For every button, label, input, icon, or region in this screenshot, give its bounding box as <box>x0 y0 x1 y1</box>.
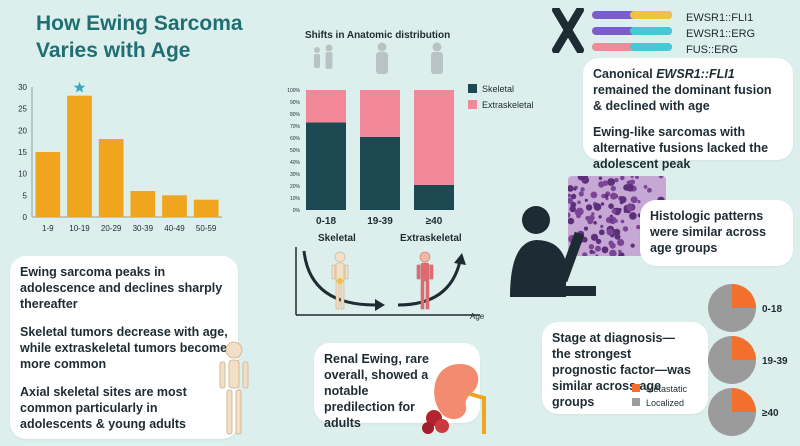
y-tick-label: 5 <box>23 191 28 200</box>
bar <box>35 152 61 217</box>
stacked-bar-segment <box>414 184 454 210</box>
kidney-icon <box>422 364 486 434</box>
fusion-label: EWSR1::FLI1 <box>686 12 754 24</box>
fusion-bars <box>592 11 672 51</box>
y-tick-label: 60% <box>290 136 301 142</box>
pie-label: 19-39 <box>762 356 788 367</box>
y-tick-label: 30% <box>290 172 301 178</box>
fusion-card-text-2: Ewing-like sarcomas with alternative fus… <box>593 125 769 171</box>
summary-text-2: Skeletal tumors decrease with age, while… <box>20 325 228 371</box>
stage-pie-charts: 0-18 19-39 ≥40 <box>708 284 788 436</box>
fusion-label: FUS::ERG <box>686 44 738 56</box>
pie-metastatic-slice <box>732 388 756 412</box>
y-tick-label: 80% <box>290 112 301 118</box>
x-tick-label: 0-18 <box>316 216 336 227</box>
x-tick-label: 10-19 <box>69 224 90 233</box>
y-tick-label: 20% <box>290 184 301 190</box>
metastatic-swatch <box>632 384 640 392</box>
y-tick-label: 50% <box>290 148 301 154</box>
pie-label: ≥40 <box>762 408 779 419</box>
bar <box>67 95 92 217</box>
chromosome-icon <box>552 8 584 53</box>
summary-text-1: Ewing sarcoma peaks in adolescence and d… <box>20 265 223 311</box>
summary-text-3: Axial skeletal sites are most common par… <box>20 385 187 431</box>
fusion-label: EWSR1::ERG <box>686 28 756 40</box>
adult-figure-icon <box>376 42 388 74</box>
x-tick-label: 1-9 <box>42 224 54 233</box>
histology-card-text: Histologic patterns were similar across … <box>650 209 767 255</box>
legend-metastatic: Metastatic <box>632 382 687 396</box>
stacked-bar-segment <box>306 122 346 210</box>
age-bar-chart: 0 5 10 15 20 25 30 1-9 10-19 20-29 30-39 40-49 50-59 <box>18 81 222 233</box>
y-tick-label: 10 <box>18 170 27 179</box>
stage-card: Stage at diagnosis—the strongest prognos… <box>542 322 708 414</box>
child-figures-icon <box>314 44 333 69</box>
x-tick-label: 20-29 <box>101 224 122 233</box>
stacked-bar-segment <box>414 90 454 185</box>
pie-metastatic-slice <box>732 336 756 360</box>
legend-label: Extraskeletal <box>482 100 534 110</box>
y-tick-label: 0 <box>23 213 28 222</box>
x-tick-label: 30-39 <box>133 224 154 233</box>
pie-metastatic-slice <box>732 284 756 308</box>
trend-illustration <box>295 247 480 316</box>
body-figure-icon <box>416 251 434 310</box>
y-tick-label: 25 <box>18 105 27 114</box>
y-tick-label: 20 <box>18 126 27 135</box>
skeleton-figure-icon <box>331 251 349 310</box>
fusion-card-text-1: Canonical EWSR1::FLI1 remained the domin… <box>593 67 772 113</box>
x-tick-label: 50-59 <box>196 224 217 233</box>
fusion-card: Canonical EWSR1::FLI1 remained the domin… <box>583 58 793 171</box>
histology-card: Histologic patterns were similar across … <box>640 200 793 266</box>
y-tick-label: 90% <box>290 100 301 106</box>
bar <box>98 139 124 217</box>
legend-swatch <box>468 100 477 109</box>
legend-localized: Localized <box>632 396 687 410</box>
bar <box>162 195 187 217</box>
x-tick-label: 40-49 <box>164 224 185 233</box>
stacked-bar-segment <box>360 136 400 210</box>
researcher-microscope-icon <box>510 206 596 297</box>
legend-label: Skeletal <box>482 84 514 94</box>
stacked-bar-segment <box>306 90 346 123</box>
y-tick-label: 70% <box>290 124 301 130</box>
renal-card-text: Renal Ewing, rare overall, showed a nota… <box>324 352 429 430</box>
age-axis-label: Age <box>470 312 485 321</box>
older-adult-figure-icon <box>431 42 443 74</box>
legend-swatch <box>468 84 477 93</box>
star-icon <box>73 81 86 93</box>
skeletal-trend-label: Skeletal <box>318 233 356 244</box>
x-tick-label: 19-39 <box>367 216 393 227</box>
skeleton-icon <box>219 341 249 435</box>
anatomic-stacked-chart: 0% 10% 20% 30% 40% 50% 60% 70% 80% 90% 100% 0-18 19-… <box>287 42 534 227</box>
fusion-labels: EWSR1::FLI1 EWSR1::ERG FUS::ERG <box>686 10 755 58</box>
bar <box>193 199 219 217</box>
page-title: How Ewing Sarcoma Varies with Age <box>36 12 243 62</box>
summary-card: Ewing sarcoma peaks in adolescence and d… <box>10 256 238 439</box>
y-tick-label: 0% <box>293 208 301 214</box>
extraskeletal-trend-label: Extraskeletal <box>400 233 462 244</box>
y-tick-label: 30 <box>18 83 27 92</box>
y-tick-label: 15 <box>18 148 27 157</box>
pie-label: 0-18 <box>762 304 782 315</box>
y-tick-label: 40% <box>290 160 301 166</box>
anatomic-chart-title: Shifts in Anatomic distribution <box>305 30 451 41</box>
x-tick-label: ≥40 <box>426 216 443 227</box>
localized-swatch <box>632 398 640 406</box>
bar <box>130 191 156 217</box>
y-tick-label: 100% <box>287 88 300 94</box>
pie-legend: Metastatic Localized <box>632 382 687 410</box>
stacked-bar-segment <box>360 90 400 137</box>
y-tick-label: 10% <box>290 196 301 202</box>
